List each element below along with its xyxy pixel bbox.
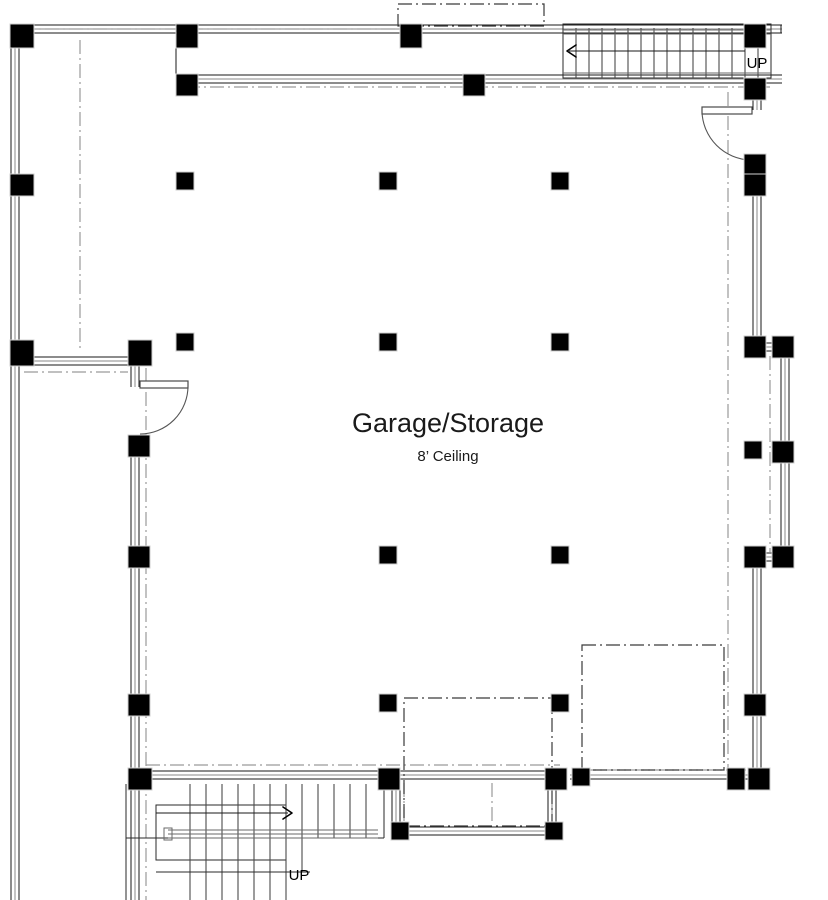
stair-upper[interactable]: UP — [562, 23, 772, 79]
stair-lower[interactable]: UP — [125, 784, 385, 900]
stair-lower-label: UP — [289, 867, 310, 884]
stair-upper-label: UP — [747, 55, 768, 72]
door-left-mid[interactable] — [130, 380, 189, 435]
interior-columns — [175, 171, 763, 841]
door-right-upper[interactable] — [701, 106, 764, 161]
room-title: Garage/Storage — [352, 408, 544, 438]
slab-outlines — [397, 3, 725, 827]
room-ceiling-note: 8’ Ceiling — [417, 448, 478, 465]
room-label-group: Garage/Storage 8’ Ceiling — [352, 408, 544, 465]
wall-posts — [9, 23, 795, 791]
